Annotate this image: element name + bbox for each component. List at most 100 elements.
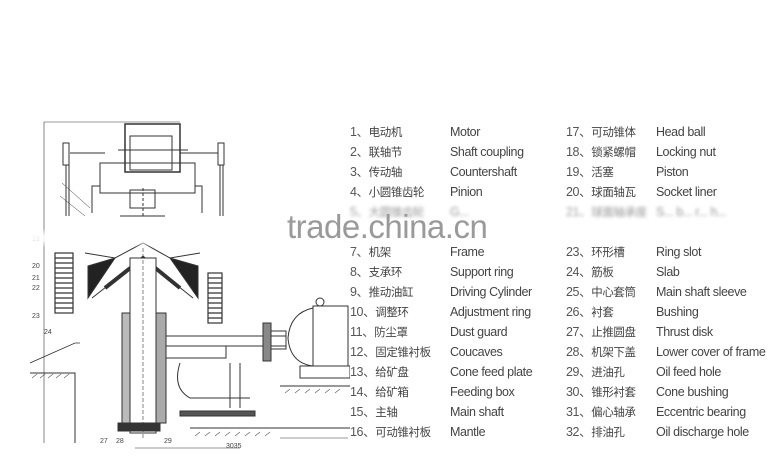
part-number: 18、 <box>566 145 592 159</box>
part-name-cn: 中心套筒 <box>591 285 636 299</box>
part-row: 28、机架下盖 Lower cover of frame <box>566 342 766 362</box>
part-number: 5、 <box>350 205 369 219</box>
part-row: 24、筋板 Slab <box>566 262 680 282</box>
part-name-cn: 主轴 <box>375 405 398 419</box>
part-name-en: Slab <box>656 265 680 279</box>
part-row: 18、锁紧螺帽 Locking nut <box>566 142 716 162</box>
part-name-en: Support ring <box>450 265 514 279</box>
part-name-cn: 电动机 <box>368 125 403 139</box>
part-name-en: Locking nut <box>656 145 716 159</box>
part-name-en: Countershaft <box>450 165 517 179</box>
watermark-band <box>20 228 772 248</box>
part-number: 9、 <box>350 285 369 299</box>
part-number: 21、 <box>566 205 592 219</box>
part-number: 7、 <box>350 245 369 259</box>
part-name-en: Lower cover of frame <box>656 345 766 359</box>
part-number: 19、 <box>566 165 592 179</box>
part-row: 7、机架 Frame <box>350 242 485 262</box>
part-name-cn: 环形槽 <box>591 245 625 259</box>
part-name-cn: 机架下盖 <box>591 345 636 359</box>
part-row: 16、可动锥衬板 Mantle <box>350 422 486 442</box>
part-name-cn: 球面轴承座 <box>591 205 647 219</box>
svg-text:29: 29 <box>164 438 172 445</box>
part-name-en: Socket liner <box>656 185 717 199</box>
part-name-en: Adjustment ring <box>450 305 531 319</box>
part-number: 31、 <box>566 405 592 419</box>
svg-text:3035: 3035 <box>226 443 242 450</box>
part-name-en: Frame <box>450 245 485 259</box>
part-number: 13、 <box>350 365 376 379</box>
part-number: 29、 <box>566 365 592 379</box>
part-name-en: G... <box>450 205 469 219</box>
part-name-cn: 可动锥体 <box>591 125 636 139</box>
part-name-en: Main shaft sleeve <box>656 285 747 299</box>
part-name-cn: 锁紧螺帽 <box>591 145 636 159</box>
part-name-cn: 联轴节 <box>368 145 403 159</box>
part-name-cn: 推动油缸 <box>368 285 414 299</box>
part-row: 9、推动油缸 Driving Cylinder <box>350 282 532 302</box>
part-number: 2、 <box>350 145 369 159</box>
part-name-cn: 固定锥衬板 <box>375 345 431 359</box>
watermark-text: trade.china.cn <box>287 208 488 245</box>
part-name-en: Eccentric bearing <box>656 405 746 419</box>
part-name-cn: 支承环 <box>368 265 403 279</box>
part-number: 25、 <box>566 285 592 299</box>
part-name-en: Oil feed hole <box>656 365 721 379</box>
part-row: 31、偏心轴承 Eccentric bearing <box>566 402 746 422</box>
part-number: 12、 <box>350 345 376 359</box>
part-name-cn: 锥形衬套 <box>591 385 636 399</box>
svg-text:22: 22 <box>32 285 40 292</box>
part-number: 28、 <box>566 345 592 359</box>
svg-text:28: 28 <box>116 438 124 445</box>
part-number: 32、 <box>566 425 592 439</box>
part-name-cn: 止推圆盘 <box>591 325 636 339</box>
part-number: 20、 <box>566 185 592 199</box>
part-number: 4、 <box>350 185 369 199</box>
part-name-en: Piston <box>656 165 689 179</box>
part-name-en: Head ball <box>656 125 706 139</box>
part-name-en: Driving Cylinder <box>450 285 532 299</box>
part-row: 30、锥形衬套 Cone bushing <box>566 382 729 402</box>
part-name-en: Motor <box>450 125 480 139</box>
part-row: 20、球面轴瓦 Socket liner <box>566 182 717 202</box>
part-name-cn: 筋板 <box>591 265 614 279</box>
part-number: 1、 <box>350 125 369 139</box>
part-name-cn: 传动轴 <box>368 165 403 179</box>
part-name-en: Shaft coupling <box>450 145 524 159</box>
part-number: 15、 <box>350 405 376 419</box>
part-name-cn: 防尘罩 <box>374 325 408 339</box>
cross-section-drawing: 20 21 22 23 24 19 27 28 29 3035 <box>29 121 351 450</box>
part-number: 30、 <box>566 385 592 399</box>
svg-text:27: 27 <box>100 438 108 445</box>
part-name-cn: 球面轴瓦 <box>591 185 636 199</box>
part-number: 27、 <box>566 325 592 339</box>
part-name-cn: 偏心轴承 <box>591 405 636 419</box>
part-name-cn: 给矿箱 <box>375 385 409 399</box>
svg-text:24: 24 <box>44 329 52 336</box>
part-name-en: Cone bushing <box>656 385 729 399</box>
part-row: 25、中心套筒 Main shaft sleeve <box>566 282 747 302</box>
part-name-cn: 活塞 <box>591 165 614 179</box>
part-name-en: Mantle <box>450 425 486 439</box>
part-name-en: Ring slot <box>656 245 702 259</box>
part-name-cn: 小圆锥齿轮 <box>368 185 425 199</box>
part-number: 26、 <box>566 305 592 319</box>
part-number: 24、 <box>566 265 592 279</box>
part-name-cn: 机架 <box>368 245 392 259</box>
part-number: 16、 <box>350 425 376 439</box>
part-row: 2、联轴节 Shaft coupling <box>350 142 524 162</box>
part-name-cn: 调整环 <box>375 305 409 319</box>
part-name-cn: 可动锥衬板 <box>375 425 431 439</box>
svg-text:21: 21 <box>32 275 40 282</box>
part-number: 11、 <box>350 325 375 339</box>
part-number: 23、 <box>566 245 592 259</box>
part-number: 10、 <box>350 305 376 319</box>
